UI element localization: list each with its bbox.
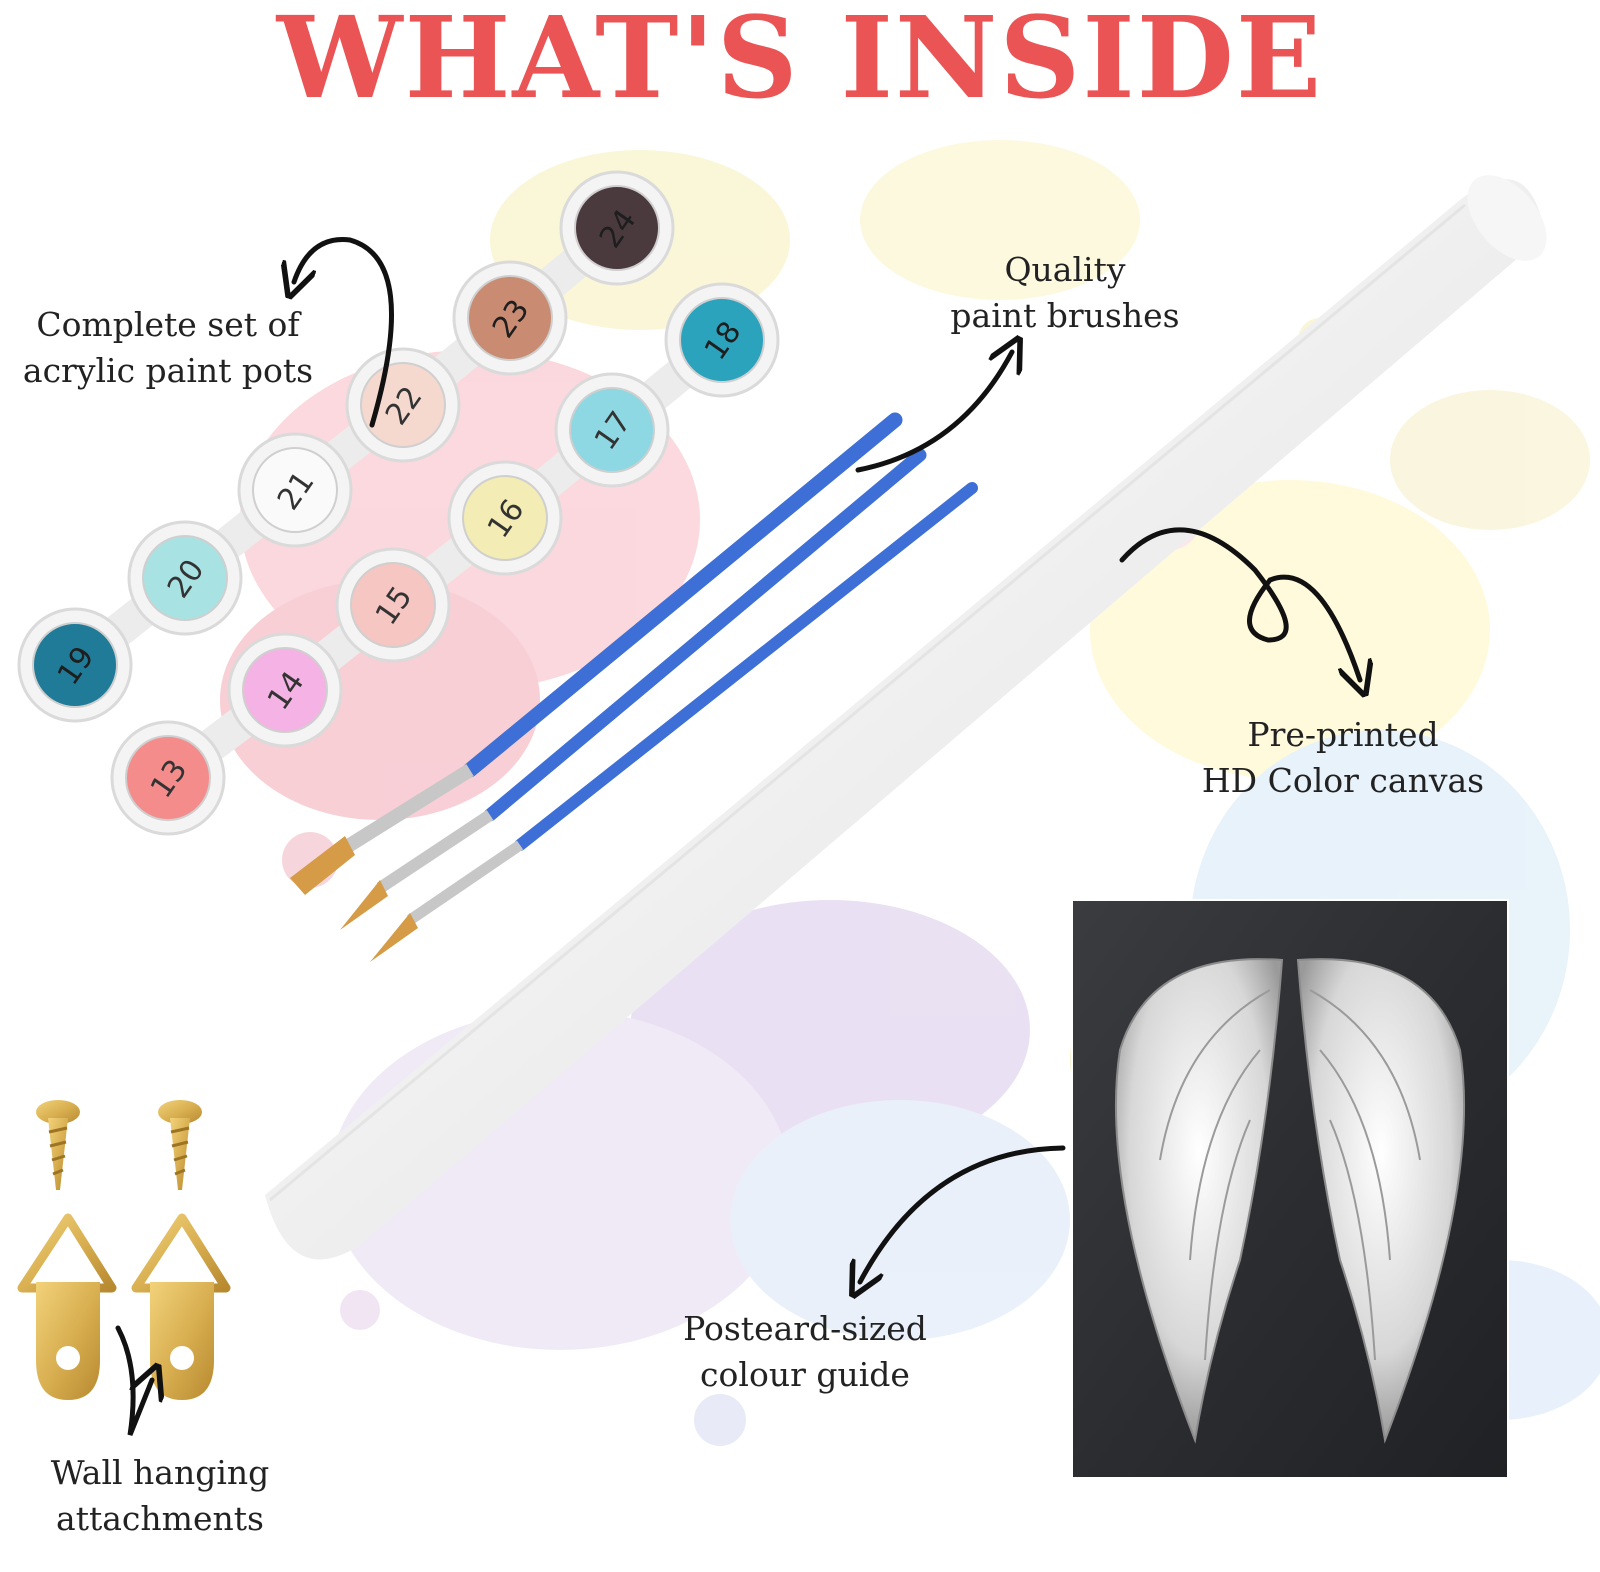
right-wing-art [1296, 958, 1466, 1444]
pointer-arrows [115, 237, 1360, 1436]
paint-pot-color [350, 562, 436, 648]
paint-pot-color [242, 647, 328, 733]
wall-hanging-hardware [17, 1100, 231, 1400]
colour-guide-poster [1071, 899, 1509, 1479]
paint-pot-color [569, 387, 655, 473]
paint-pot-color [574, 185, 660, 271]
wall-hanging-caption-line-2: attachments [56, 1499, 264, 1538]
wall-hanging-caption: Wall hanging attachments [25, 1450, 295, 1542]
paint-pot: 13 [110, 720, 226, 836]
hanger-left [17, 1213, 117, 1400]
paint-pot-color [467, 275, 553, 361]
guide-arrow [860, 1145, 1066, 1282]
colour-guide-caption-line-1: Posteard-sized [683, 1309, 927, 1348]
round-brush-medium [340, 448, 927, 930]
brushes-arrow [855, 352, 1012, 473]
paint-pot: 21 [237, 432, 353, 548]
canvas-roll [265, 175, 1547, 1260]
paint-pot: 20 [127, 520, 243, 636]
paint-pots-caption-line-2: acrylic paint pots [22, 351, 314, 390]
paint-pot: 19 [17, 607, 133, 723]
paint-pot-color [32, 622, 118, 708]
colour-guide-caption-line-2: colour guide [700, 1355, 910, 1394]
paint-pot-color [125, 735, 211, 821]
canvas-arrow [1119, 527, 1360, 680]
colour-guide-caption: Posteard-sized colour guide [660, 1306, 950, 1398]
paint-pot: 22 [345, 347, 461, 463]
paint-pot-color [679, 297, 765, 383]
canvas-caption-line-1: Pre-printed [1247, 715, 1439, 754]
paint-pot: 17 [554, 372, 670, 488]
paint-pot: 15 [335, 547, 451, 663]
wall-hanging-caption-line-1: Wall hanging [50, 1453, 270, 1492]
paint-pot-color [462, 475, 548, 561]
paint-pots-caption: Complete set of acrylic paint pots [8, 302, 328, 394]
paint-pot: 16 [447, 460, 563, 576]
pots-arrow [294, 237, 394, 428]
left-wing-art [1114, 958, 1284, 1444]
paint-pot: 24 [559, 170, 675, 286]
brushes-caption-line-1: Quality [1004, 250, 1126, 289]
screw-right [158, 1100, 202, 1190]
round-brush-small [370, 482, 978, 962]
wall-arrow [115, 1325, 152, 1436]
paint-pot: 18 [664, 282, 780, 398]
brushes-caption: Quality paint brushes [925, 247, 1205, 339]
canvas-caption-line-2: HD Color canvas [1201, 761, 1485, 800]
paint-pot: 14 [227, 632, 343, 748]
canvas-caption: Pre-printed HD Color canvas [1178, 712, 1508, 804]
screw-left [36, 1100, 80, 1190]
paint-brushes [290, 412, 978, 962]
paint-pot: 23 [452, 260, 568, 376]
brushes-caption-line-2: paint brushes [950, 296, 1180, 335]
hanger-right [131, 1213, 231, 1400]
paint-pot-color [142, 535, 228, 621]
paint-pots-caption-line-1: Complete set of [36, 305, 300, 344]
flat-brush [290, 412, 903, 895]
paint-pot-color [252, 447, 338, 533]
page-title: WHAT'S INSIDE [276, 0, 1324, 124]
